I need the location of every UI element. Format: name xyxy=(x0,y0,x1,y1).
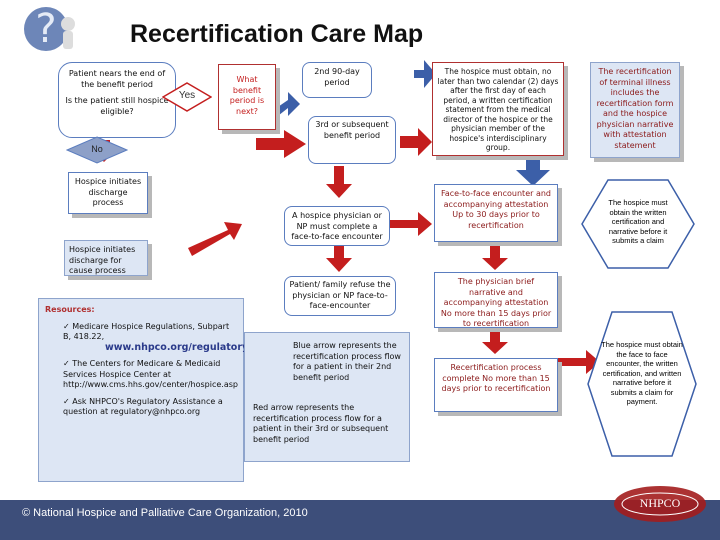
physician-brief-text: The physician brief narrative and accomp… xyxy=(440,277,552,328)
patient-refuse-box: Patient/ family refuse the physician or … xyxy=(284,276,396,316)
no-label: No xyxy=(91,144,103,154)
recert-terminal-text: The recertification of terminal illness … xyxy=(596,67,674,150)
third-period-text: 3rd or subsequent benefit period xyxy=(315,120,389,140)
nhpco-logo-text: NHPCO xyxy=(639,496,681,510)
hospice-must-obtain-written-box: The hospice must obtain the written cert… xyxy=(580,178,696,270)
resource-item: ✓ Medicare Hospice Regulations, Subpart … xyxy=(63,321,230,342)
resources-heading: Resources: xyxy=(45,305,95,314)
yes-badge: Yes xyxy=(162,82,212,112)
footer-copyright: © National Hospice and Palliative Care O… xyxy=(22,507,308,519)
hospice-must-obtain-written-text: The hospice must obtain the written cert… xyxy=(608,198,668,245)
care-map-diagram: Patient nears the end of the benefit per… xyxy=(38,52,698,485)
hospice-must-obtain-f2f-box: The hospice must obtain the face to face… xyxy=(586,310,698,458)
resource-item: ✓ Ask NHPCO's Regulatory Assistance a qu… xyxy=(63,396,223,417)
still-eligible-text: Is the patient still hospice eligible? xyxy=(65,96,169,116)
legend-red-text: Red arrow represents the recertification… xyxy=(253,403,389,444)
no-badge: No xyxy=(66,136,128,164)
third-period-box: 3rd or subsequent benefit period xyxy=(308,116,396,164)
hospice-must-obtain-cert-text: The hospice must obtain, no later than t… xyxy=(437,67,559,152)
f2f-attestation-box: Face-to-face encounter and accompanying … xyxy=(434,184,558,242)
patient-nears-end-text: Patient nears the end of the benefit per… xyxy=(68,69,166,89)
what-benefit-box: What benefit period is next? xyxy=(218,64,276,130)
page-title: Recertification Care Map xyxy=(130,20,424,48)
recert-terminal-box: The recertification of terminal illness … xyxy=(590,62,680,158)
footer-bar xyxy=(0,500,720,540)
physician-complete-f2f-text: A hospice physician or NP must complete … xyxy=(291,211,383,241)
nhpco-logo: NHPCO xyxy=(604,484,716,534)
second-period-text: 2nd 90-day period xyxy=(314,67,360,87)
legend-blue-text: Blue arrow represents the recertificatio… xyxy=(293,341,401,382)
patient-nears-end-box: Patient nears the end of the benefit per… xyxy=(58,62,176,138)
yes-label: Yes xyxy=(178,90,196,101)
hospice-must-obtain-f2f-text: The hospice must obtain the face to face… xyxy=(601,340,683,406)
hospice-initiates-cause-text: Hospice initiates discharge for cause pr… xyxy=(69,245,136,275)
resources-panel: Resources: ✓ Medicare Hospice Regulation… xyxy=(38,298,249,482)
legend-panel: Blue arrow represents the recertificatio… xyxy=(244,332,410,462)
what-benefit-text: What benefit period is next? xyxy=(229,75,265,116)
recert-complete-box: Recertification process complete No more… xyxy=(434,358,558,412)
f2f-attestation-text: Face-to-face encounter and accompanying … xyxy=(441,189,551,230)
hospice-initiates-cause-box: Hospice initiates discharge for cause pr… xyxy=(64,240,148,276)
svg-text:?: ? xyxy=(35,6,56,52)
resource-item: ✓ The Centers for Medicare & Medicaid Se… xyxy=(63,359,238,389)
recert-complete-text: Recertification process complete No more… xyxy=(441,363,551,393)
second-period-box: 2nd 90-day period xyxy=(302,62,372,98)
hospice-initiates-discharge-box: Hospice initiates discharge process xyxy=(68,172,148,214)
patient-refuse-text: Patient/ family refuse the physician or … xyxy=(289,280,391,310)
hospice-initiates-discharge-text: Hospice initiates discharge process xyxy=(74,177,142,207)
resource-link[interactable]: www.nhpco.org/regulatory xyxy=(105,341,249,353)
logo-icon: ? xyxy=(16,4,86,54)
hospice-must-obtain-cert-box: The hospice must obtain, no later than t… xyxy=(432,62,564,156)
physician-brief-box: The physician brief narrative and accomp… xyxy=(434,272,558,328)
red-arrow xyxy=(188,128,600,374)
physician-complete-f2f-box: A hospice physician or NP must complete … xyxy=(284,206,390,246)
